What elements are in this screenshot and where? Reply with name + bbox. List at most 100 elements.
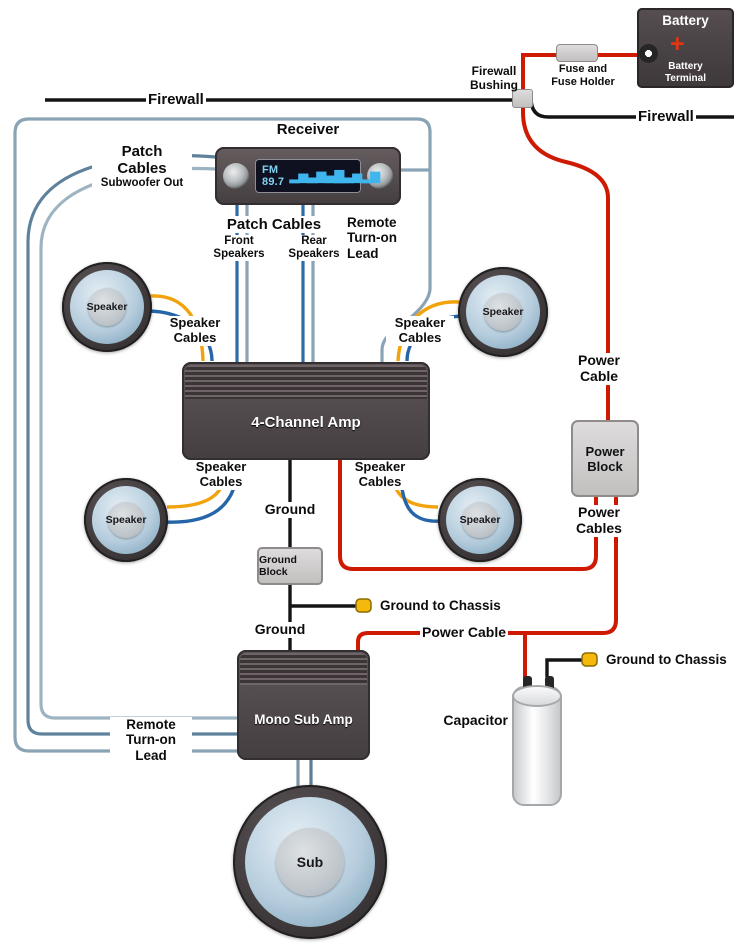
speaker-center-cap: Speaker <box>86 287 128 327</box>
speaker-front-left: Speaker <box>62 262 152 352</box>
ring-terminal-right-icon <box>581 652 598 667</box>
ground-block: Ground Block <box>257 547 323 585</box>
amp-heatsink-fins <box>185 365 427 399</box>
power-cable-label-mono: Power Cable <box>420 624 509 641</box>
label-line: Turn-on <box>126 732 176 748</box>
mono-sub-amp-label: Mono Sub Amp <box>254 712 353 727</box>
receiver: FM 89.7 ▂▅▃▆▄▇▃▅▂▆ <box>215 147 401 205</box>
capacitor-positive-terminal <box>523 676 532 692</box>
battery-terminal-icon <box>639 44 658 63</box>
receiver-display: FM 89.7 ▂▅▃▆▄▇▃▅▂▆ <box>255 159 380 193</box>
label-line: Cables <box>117 160 167 178</box>
ground-wire-capacitor <box>545 658 584 677</box>
speaker-cables-label-tr: Speaker Cables <box>386 315 454 346</box>
speaker-cone: Sub <box>245 797 375 927</box>
four-channel-amp-label: 4-Channel Amp <box>251 414 361 431</box>
ground-to-chassis-label-mid: Ground to Chassis <box>380 598 501 613</box>
power-cables-label: Power Cables <box>566 504 632 537</box>
label-line: Speakers <box>288 248 340 261</box>
label-line: Power <box>577 504 620 520</box>
label-line: Lead <box>347 245 379 261</box>
speaker-label: Speaker <box>86 301 128 313</box>
capacitor-top-cap <box>512 685 562 707</box>
ground-label-bottom: Ground <box>248 621 312 638</box>
speaker-label: Speaker <box>459 514 501 526</box>
speaker-center-cap: Speaker <box>460 502 500 538</box>
rear-speakers-label: Rear Speakers <box>281 235 347 262</box>
label-line: Power <box>577 352 620 368</box>
speaker-cone: Speaker <box>92 486 160 554</box>
front-speakers-label: Front Speakers <box>206 235 272 262</box>
label-line: Firewall <box>471 64 517 78</box>
battery-terminal-label: Battery Terminal <box>641 61 730 84</box>
volume-knob-icon[interactable] <box>223 163 249 189</box>
firewall-label-right: Firewall <box>636 108 696 126</box>
subwoofer: Sub <box>233 785 387 939</box>
speaker-cables-label-br: Speaker Cables <box>346 459 414 490</box>
label-line: Rear <box>301 235 327 247</box>
label-line: Power <box>585 443 625 459</box>
speaker-front-right: Speaker <box>458 267 548 357</box>
fuse-label: Fuse and Fuse Holder <box>536 63 630 88</box>
patch-cables-subwoofer-label: Patch Cables Subwoofer Out <box>92 143 192 191</box>
amp-heatsink-fins <box>240 653 367 685</box>
speaker-cone: Speaker <box>466 275 540 349</box>
label-line: Battery <box>668 61 703 72</box>
label-line: Cables <box>358 473 402 489</box>
battery-plus-sign: + <box>670 30 685 58</box>
speaker-center-cap: Speaker <box>483 292 523 332</box>
remote-turn-on-label-top: Remote Turn-on Lead <box>347 215 397 261</box>
fuse-holder <box>556 44 598 62</box>
ground-label-top: Ground <box>258 501 322 518</box>
label-line: Speaker <box>354 459 406 474</box>
label-line: Remote <box>347 215 397 230</box>
label-line: Ground Block <box>259 554 297 578</box>
label-line: Front <box>224 235 254 247</box>
speaker-center-cap: Speaker <box>106 502 146 538</box>
radio-station-readout: FM 89.7 <box>262 164 285 188</box>
equalizer-bars-icon: ▂▅▃▆▄▇▃▅▂▆ <box>289 168 380 184</box>
speaker-cables-label-tl: Speaker Cables <box>161 315 229 346</box>
label-line: Block <box>587 458 623 474</box>
label-line: Fuse and <box>558 63 608 75</box>
firewall-label-left: Firewall <box>146 91 206 109</box>
power-cable-label-right: Power Cable <box>566 352 632 385</box>
mono-sub-amp: Mono Sub Amp <box>237 650 370 760</box>
label-line: Fuse Holder <box>551 75 615 88</box>
remote-turn-on-label-bottom: Remote Turn-on Lead <box>110 717 192 764</box>
ring-terminal-mid-icon <box>355 598 372 613</box>
label-line: Terminal <box>665 72 706 84</box>
capacitor <box>512 676 562 806</box>
speaker-cone: Speaker <box>446 486 514 554</box>
label-line: Remote <box>126 717 176 732</box>
receiver-label: Receiver <box>276 121 340 138</box>
label-line: Speakers <box>213 248 265 261</box>
label-line: Speaker <box>169 315 221 330</box>
speaker-cables-label-bl: Speaker Cables <box>187 459 255 490</box>
power-cable-to-4ch-amp <box>338 458 598 571</box>
four-channel-amp: 4-Channel Amp <box>182 362 430 460</box>
speaker-rear-left: Speaker <box>84 478 168 562</box>
battery-label: Battery <box>662 13 709 28</box>
speaker-cone: Speaker <box>70 270 144 344</box>
label-line: Cables <box>576 519 622 536</box>
power-cable-main <box>521 53 650 422</box>
tuning-knob-icon[interactable] <box>367 163 393 189</box>
label-line: Cables <box>173 329 217 345</box>
label-line: Cables <box>199 473 243 489</box>
subwoofer-label: Sub <box>296 854 324 870</box>
firewall-bushing <box>512 89 533 108</box>
capacitor-negative-terminal <box>545 676 554 692</box>
patch-cables-label: Patch Cables <box>212 216 336 234</box>
label-line: Cables <box>398 329 442 345</box>
firewall-bushing-label: Firewall Bushing <box>455 64 533 92</box>
label-line: Speaker <box>195 459 247 474</box>
label-line: Turn-on <box>347 230 397 246</box>
speaker-wire-yellow-tl <box>149 294 205 362</box>
speaker-center-cap: Sub <box>276 828 344 896</box>
label-line: Lead <box>135 747 167 763</box>
ground-to-chassis-label-right: Ground to Chassis <box>606 652 727 667</box>
label-line: Speaker <box>394 315 446 330</box>
label-line: Subwoofer Out <box>100 177 184 190</box>
